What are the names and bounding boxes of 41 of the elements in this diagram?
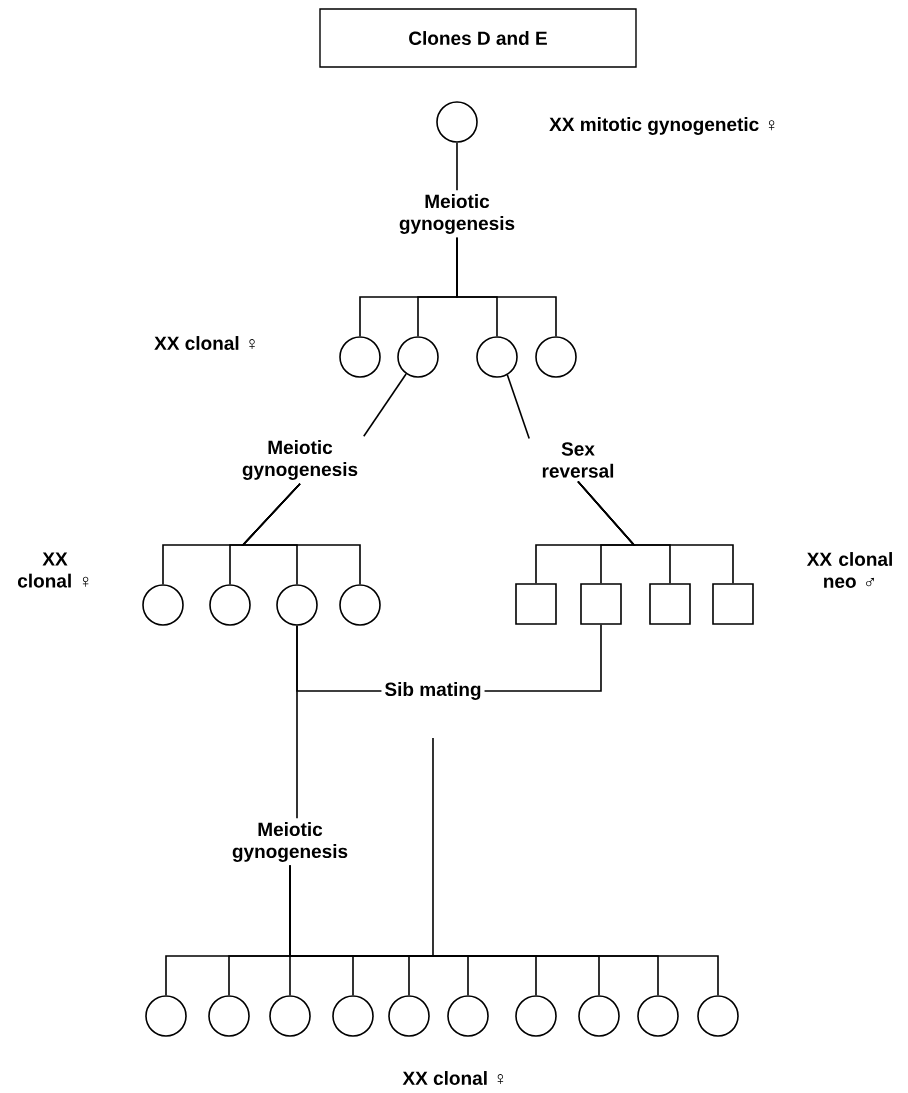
process-label: Meiotic gynogenesis xyxy=(399,194,515,234)
descent-line xyxy=(241,482,361,585)
descent-line xyxy=(363,373,407,438)
generation-label: XX clonal ♀ xyxy=(18,552,89,588)
process-label: Meiotic gynogenesis xyxy=(242,440,358,480)
pedigree-circle xyxy=(436,101,478,143)
pedigree-circle xyxy=(515,995,557,1037)
pedigree-circle xyxy=(397,336,439,378)
pedigree-circle xyxy=(142,584,184,626)
descent-line xyxy=(296,625,298,820)
pedigree-circle xyxy=(276,584,318,626)
descent-line xyxy=(577,480,734,584)
process-label: Sex reversal xyxy=(542,442,614,478)
generation-label: XX clonal ♀ xyxy=(154,336,255,350)
pedigree-circle xyxy=(332,995,374,1037)
pedigree-circle xyxy=(388,995,430,1037)
descent-line xyxy=(506,374,530,440)
process-label: Meiotic gynogenesis xyxy=(232,822,348,862)
pedigree-square xyxy=(649,583,691,625)
pedigree-circle xyxy=(145,995,187,1037)
pedigree-circle xyxy=(209,584,251,626)
pedigree-square xyxy=(515,583,557,625)
pedigree-circle xyxy=(578,995,620,1037)
descent-line xyxy=(456,142,458,192)
pedigree-circle xyxy=(269,995,311,1037)
pedigree-circle xyxy=(208,995,250,1037)
generation-label: XX mitotic gynogenetic ♀ xyxy=(549,117,775,135)
pedigree-circle xyxy=(697,995,739,1037)
descent-line xyxy=(456,236,557,337)
pedigree-circle xyxy=(637,995,679,1037)
pedigree-circle xyxy=(339,584,381,626)
pedigree-circle xyxy=(476,336,518,378)
pedigree-circle xyxy=(535,336,577,378)
generation-label: XX clonal neo ♂ xyxy=(806,552,892,588)
pedigree-circle xyxy=(339,336,381,378)
edge-label: Sib mating xyxy=(381,679,485,703)
pedigree-circle xyxy=(447,995,489,1037)
generation-label: XX clonal ♀ xyxy=(402,1071,504,1085)
pedigree-square xyxy=(580,583,622,625)
title-box: Clones D and E xyxy=(319,8,637,68)
pedigree-square xyxy=(712,583,754,625)
